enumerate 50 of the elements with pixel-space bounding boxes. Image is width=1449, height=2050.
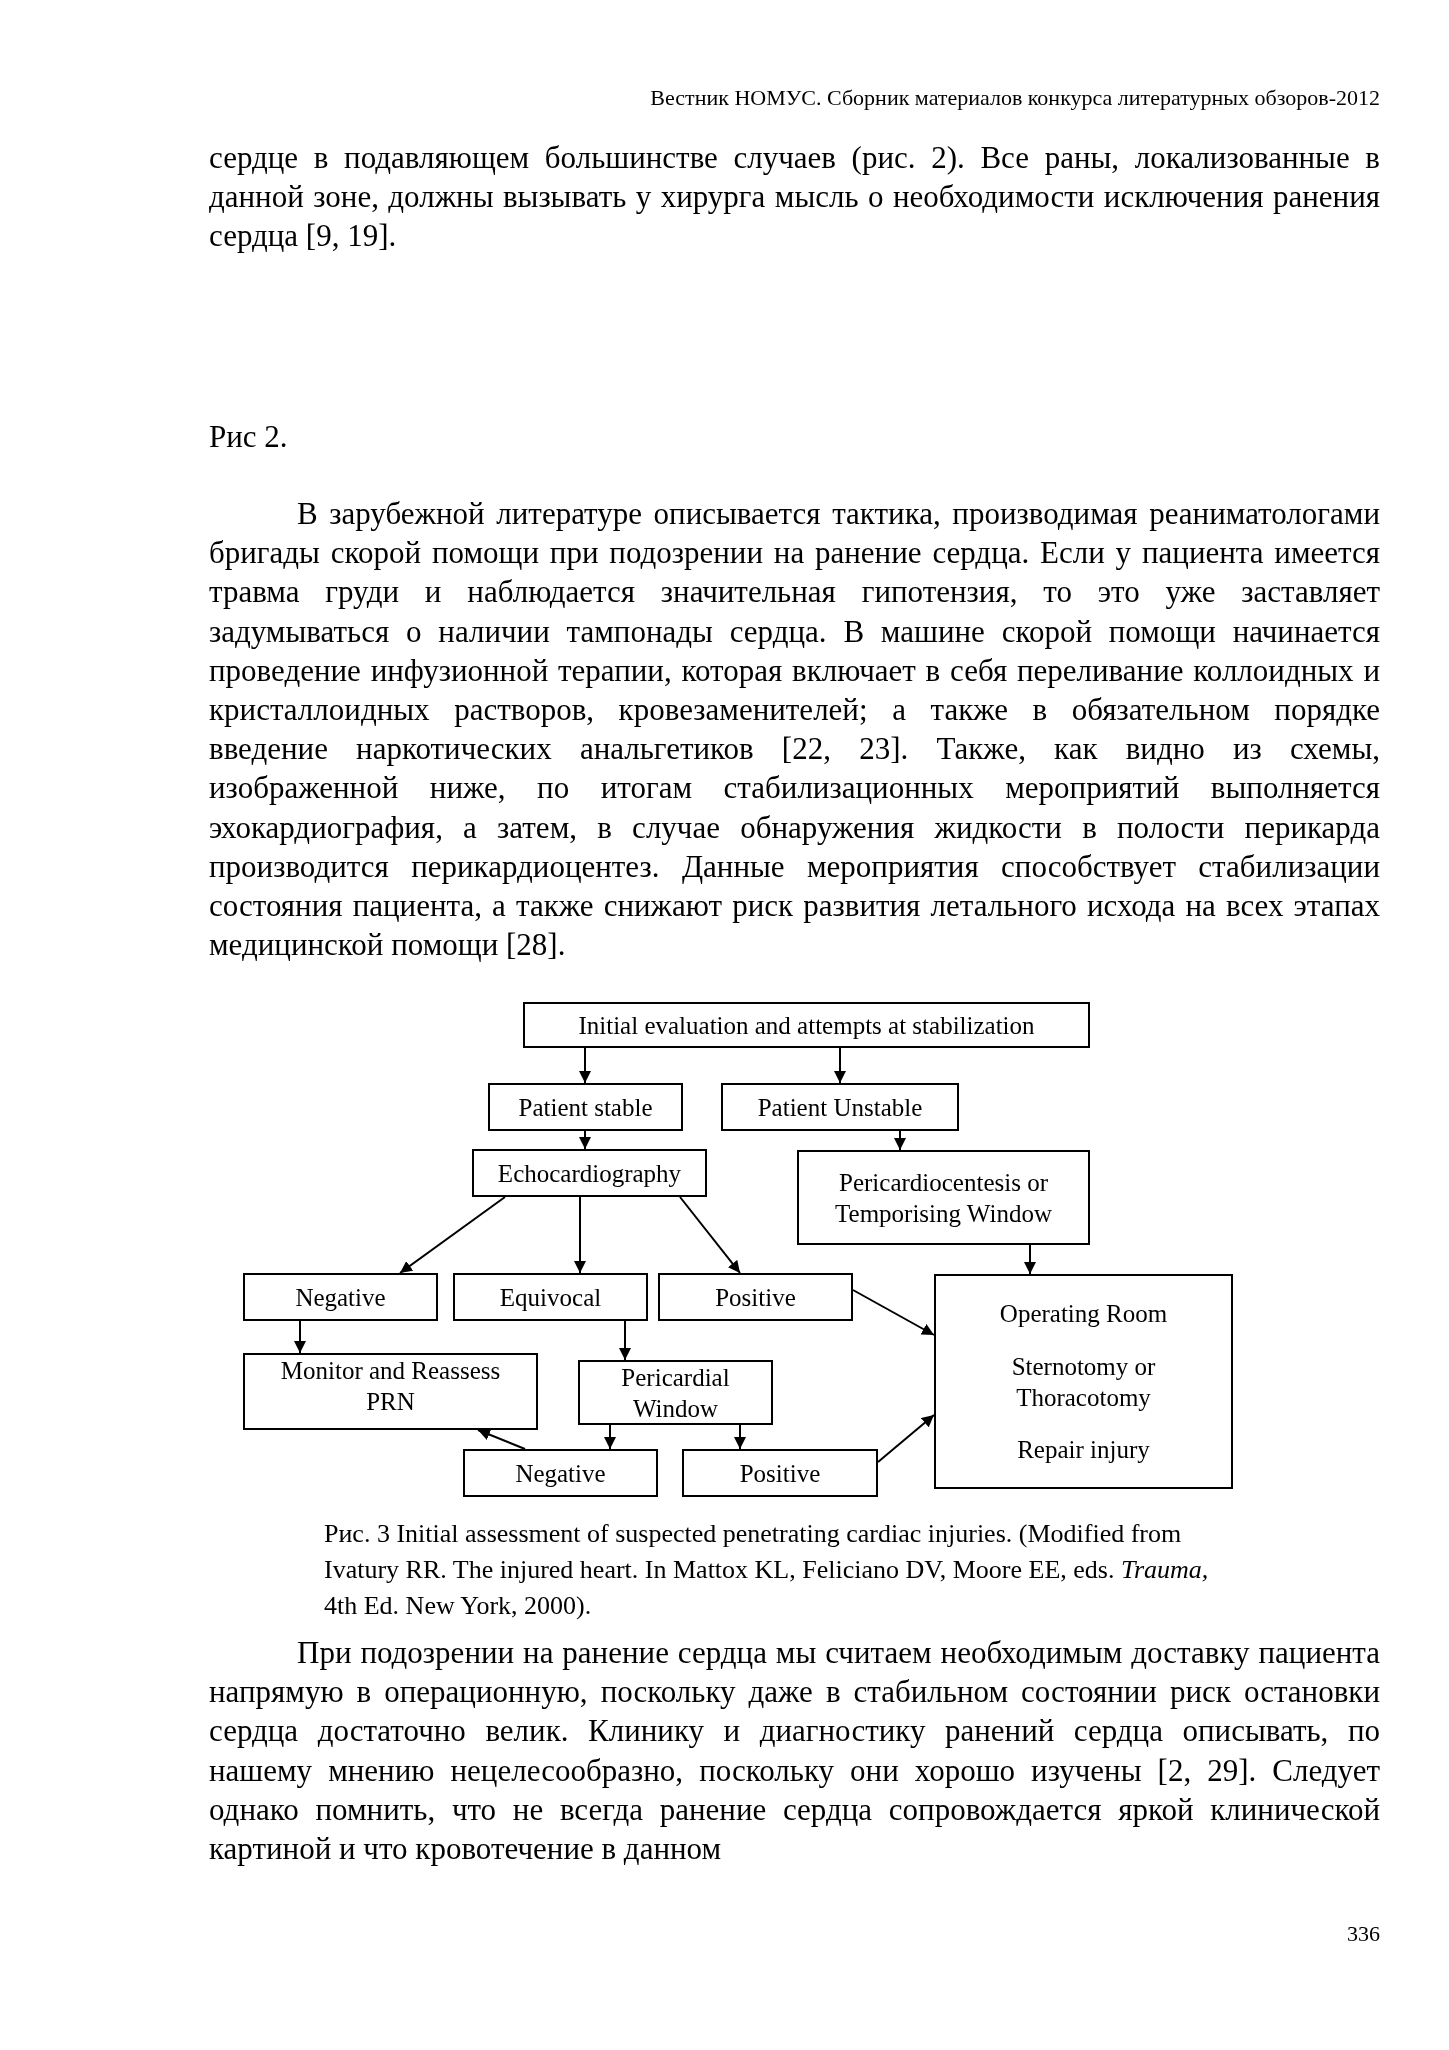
box-label: Pericardiocentesis or Temporising Window (834, 1167, 1053, 1229)
box-label: Pericardial Window (620, 1362, 731, 1424)
arrow (834, 1047, 846, 1084)
figure-caption: Рис. 3 Initial assessment of suspected penetrating cardiac injuries. (Modified from Ivatury RR. The injured heart. In Mattox KL, Feliciano DV, Moore EE, eds. Trauma, 4th Ed. New York, 2000). (324, 1518, 1210, 1622)
arrow (399, 1196, 506, 1274)
process-box (243, 1353, 538, 1430)
box-label: Negative (514, 1458, 607, 1489)
arrow (852, 1289, 935, 1336)
box-label: Repair injury (1016, 1435, 1151, 1466)
process-box (243, 1273, 438, 1321)
arrow (734, 1424, 746, 1450)
arrow (894, 1130, 906, 1151)
process-box (463, 1449, 658, 1497)
box-label: Positive (714, 1282, 797, 1313)
box-label: Sternotomy or Thoracotomy (1010, 1351, 1157, 1413)
box-label: Patient Unstable (756, 1092, 924, 1123)
process-box (578, 1360, 773, 1425)
box-label: Patient stable (517, 1092, 654, 1123)
box-label: Negative (294, 1282, 387, 1313)
arrow (619, 1320, 631, 1361)
page-number: 336 (1346, 1920, 1380, 1948)
arrow (579, 1047, 591, 1084)
arrow (294, 1320, 306, 1354)
process-box (658, 1273, 853, 1321)
process-box (523, 1002, 1090, 1048)
paragraph: При подозрении на ранение сердца мы считаем необходимым доставку пациента напрямую в операционную, поскольку даже в стабильном состоянии риск остановки сердца достаточно велик. Клинику и диагностику ранений сердца описывать, по нашему мнению нецелесообразно, поскольку они хорошо изучены [2, 29]. Следует однако помнить, что не всегда ранение сердца сопровождается яркой клинической картиной и что кровотечение в данном (209, 1634, 1380, 1868)
arrow (1024, 1244, 1036, 1275)
arrow (679, 1196, 741, 1274)
box-label: Monitor and Reassess PRN (279, 1356, 502, 1417)
box-label: Equivocal (498, 1282, 603, 1313)
arrow (574, 1196, 586, 1274)
process-box (472, 1149, 707, 1197)
figure-reference: Рис 2. (209, 418, 289, 456)
process-box (488, 1083, 683, 1131)
arrow (579, 1130, 591, 1150)
process-box (453, 1273, 648, 1321)
running-header: Вестник НОМУС. Сборник материалов конкурса литературных обзоров-2012 (649, 84, 1380, 112)
arrow (877, 1414, 935, 1463)
process-box (721, 1083, 959, 1131)
box-label: Initial evaluation and attempts at stabilization (577, 1010, 1036, 1041)
arrow (604, 1424, 616, 1450)
box-label: Operating Room (998, 1298, 1169, 1329)
arrow (477, 1428, 526, 1450)
box-label: Echocardiography (496, 1158, 683, 1189)
process-box (682, 1449, 878, 1497)
box-label: Positive (738, 1458, 822, 1489)
process-box (934, 1274, 1233, 1489)
process-box (797, 1150, 1090, 1245)
paragraph: сердце в подавляющем большинстве случаев (рис. 2). Все раны, локализованные в данной зоне, должны вызывать у хирурга мысль о необходимости исключения ранения сердца [9, 19]. (209, 139, 1380, 256)
paragraph: В зарубежной литературе описывается тактика, производимая реаниматологами бригады скорой помощи при подозрении на ранение сердца. Если у пациента имеется травма груди и наблюдается значительная гипотензия, то это уже заставляет задумываться о наличии тампонады сердца. В машине скорой помощи начинается проведение инфузионной терапии, которая включает в себя переливание коллоидных и кристаллоидных растворов, кровезаменителей; а также в обязательном порядке введение наркотических анальгетиков [22, 23]. Также, как видно из схемы, изображенной ниже, по итогам стабилизационных мероприятий выполняется эхокардиография, а затем, в случае обнаружения жидкости в полости перикарда производится перикардиоцентез. Данные мероприятия способствует стабилизации состояния пациента, а также снижают риск развития летального исхода на всех этапах медицинской помощи [28]. (209, 495, 1380, 965)
